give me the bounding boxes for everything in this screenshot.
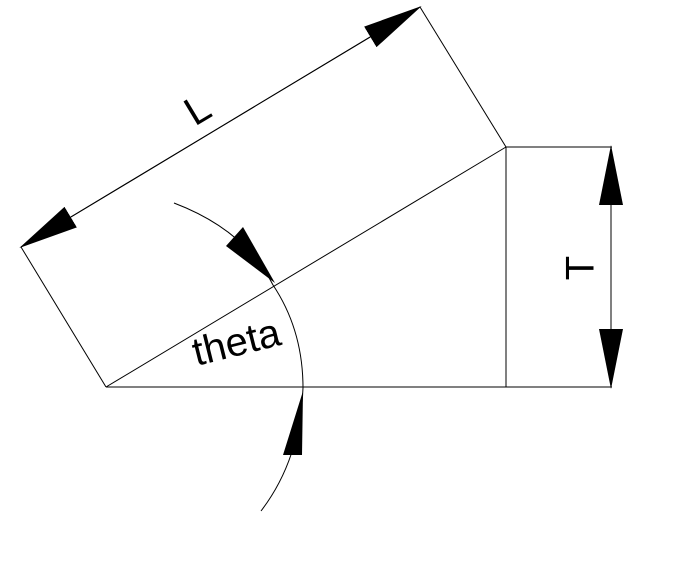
angle-arrow-lower bbox=[283, 391, 303, 455]
rect-left-edge bbox=[20, 246, 107, 388]
rect-right-edge bbox=[419, 6, 507, 148]
angle-arrow-upper bbox=[226, 227, 275, 283]
thickness-label: T bbox=[559, 256, 603, 280]
length-dimension-line bbox=[19, 5, 422, 249]
angle-arc bbox=[173, 202, 304, 512]
shape-outline bbox=[20, 6, 612, 388]
angle-label: theta bbox=[188, 310, 286, 374]
rect-bottom-edge bbox=[105, 146, 507, 388]
length-label: L bbox=[177, 85, 219, 134]
